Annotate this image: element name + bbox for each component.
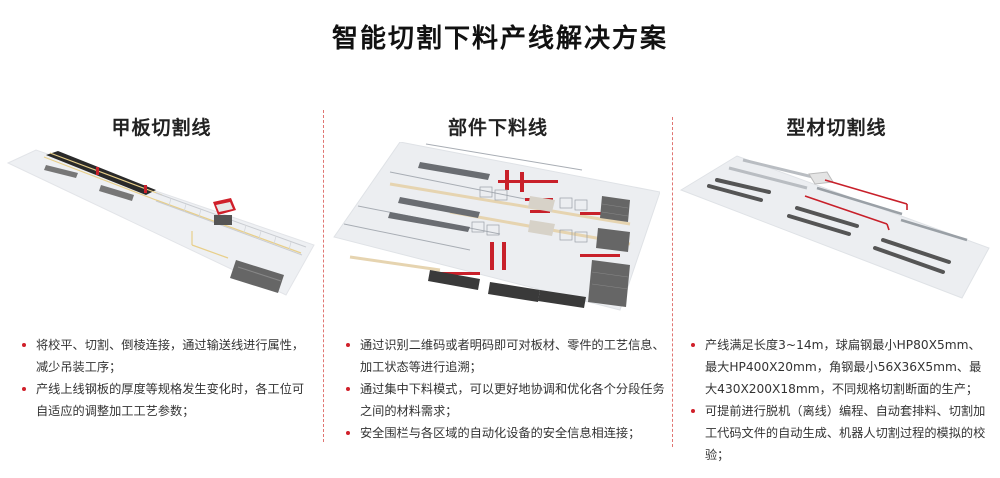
bullet-dot-icon bbox=[22, 343, 26, 347]
feature-item: 产线满足长度3~14m，球扁钢最小HP80X5mm、最大HP400X20mm，角… bbox=[691, 334, 991, 400]
bullet-dot-icon bbox=[691, 343, 695, 347]
feature-item: 可提前进行脱机（离线）编程、自动套排料、切割加工代码文件的自动生成、机器人切割过… bbox=[691, 400, 991, 466]
feature-list: 通过识别二维码或者明码即可对板材、零件的工艺信息、加工状态等进行追溯； 通过集中… bbox=[346, 334, 666, 444]
deck-plate-cutting-line-image bbox=[6, 145, 318, 300]
feature-item: 安全围栏与各区域的自动化设备的安全信息相连接； bbox=[346, 422, 666, 444]
column-profile-cutting-line: 型材切割线 bbox=[673, 0, 1000, 478]
bullet-dot-icon bbox=[22, 387, 26, 391]
column-title: 型材切割线 bbox=[786, 117, 887, 139]
feature-list: 产线满足长度3~14m，球扁钢最小HP80X5mm、最大HP400X20mm，角… bbox=[691, 334, 991, 466]
column-divider bbox=[323, 110, 324, 442]
column-title: 甲板切割线 bbox=[111, 117, 212, 139]
bullet-dot-icon bbox=[346, 431, 350, 435]
bullet-dot-icon bbox=[691, 409, 695, 413]
feature-item: 产线上线钢板的厚度等规格发生变化时，各工位可自适应的调整加工工艺参数； bbox=[22, 378, 312, 422]
column-component-blanking-line: 部件下料线 bbox=[324, 0, 672, 478]
feature-item: 通过集中下料模式，可以更好地协调和优化各个分段任务之间的材料需求； bbox=[346, 378, 666, 422]
column-divider bbox=[672, 117, 673, 447]
bullet-dot-icon bbox=[346, 387, 350, 391]
feature-list: 将校平、切割、倒棱连接，通过输送线进行属性，减少吊装工序； 产线上线钢板的厚度等… bbox=[22, 334, 312, 422]
component-blanking-line-image bbox=[330, 141, 661, 312]
bullet-dot-icon bbox=[346, 343, 350, 347]
column-deck-plate-cutting-line: 甲板切割线 bbox=[0, 0, 323, 478]
column-title: 部件下料线 bbox=[447, 117, 548, 139]
feature-item: 将校平、切割、倒棱连接，通过输送线进行属性，减少吊装工序； bbox=[22, 334, 312, 378]
feature-item: 通过识别二维码或者明码即可对板材、零件的工艺信息、加工状态等进行追溯； bbox=[346, 334, 666, 378]
profile-cutting-line-image bbox=[677, 148, 995, 300]
page-title: 智能切割下料产线解决方案 bbox=[331, 24, 668, 54]
